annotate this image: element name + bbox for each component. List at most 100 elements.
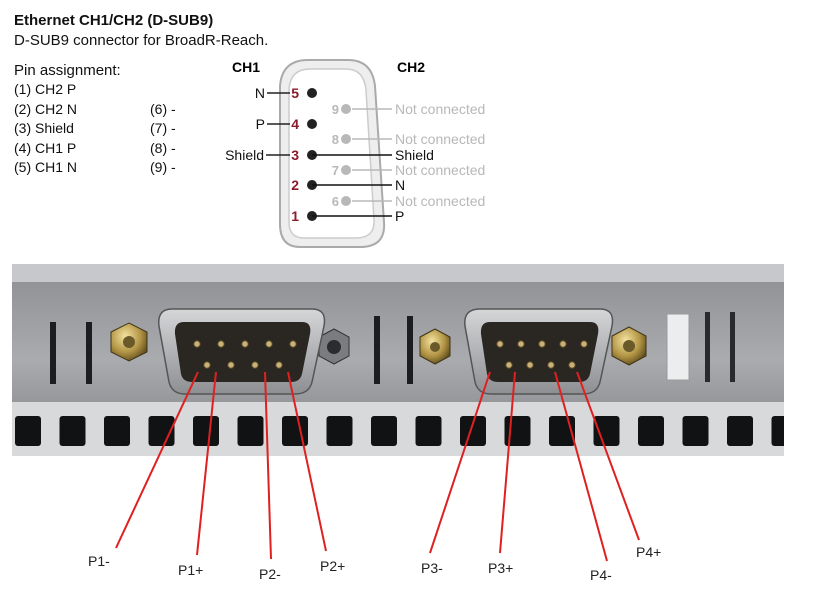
vent-slot bbox=[593, 416, 620, 446]
panel-slot bbox=[50, 322, 56, 384]
connector-pin bbox=[505, 361, 513, 369]
standoff-hole bbox=[123, 336, 135, 348]
left-pin-dot bbox=[307, 88, 317, 98]
left-pin-number: 4 bbox=[291, 116, 299, 132]
connector-pin bbox=[496, 340, 504, 348]
left-pin-signal: N bbox=[255, 85, 265, 101]
vent-slot bbox=[682, 416, 709, 446]
photo-label-p1-minus: P1- bbox=[88, 553, 110, 569]
vent-slot bbox=[15, 416, 41, 446]
connector-pin bbox=[265, 340, 273, 348]
panel-slot bbox=[705, 312, 710, 382]
page-subtitle: D-SUB9 connector for BroadR-Reach. bbox=[14, 32, 269, 49]
right-pin-not-connected: Not connected bbox=[395, 131, 485, 147]
connector-pin-group bbox=[193, 340, 588, 369]
connector-pin bbox=[203, 361, 211, 369]
connector-pin bbox=[580, 340, 588, 348]
vent-slot bbox=[504, 416, 531, 446]
pin-assignment-item: (4) CH1 P bbox=[14, 139, 77, 156]
connector-pin bbox=[275, 361, 283, 369]
pin-assignment-list-right: (6) - (7) - (8) - (9) - bbox=[150, 100, 176, 178]
left-pin-dot bbox=[307, 119, 317, 129]
page-title: Ethernet CH1/CH2 (D-SUB9) bbox=[14, 12, 214, 29]
connector-pin bbox=[526, 361, 534, 369]
connector-shell-inner bbox=[288, 68, 375, 239]
left-pin-number: 1 bbox=[291, 208, 299, 224]
photo-label-p3-plus: P3+ bbox=[488, 560, 514, 576]
vent-slot bbox=[148, 416, 175, 446]
connector-pin bbox=[251, 361, 259, 369]
right-pin-dot bbox=[341, 196, 351, 206]
device-panel-photo bbox=[12, 264, 784, 456]
pin-assignment-item: (1) CH2 P bbox=[14, 81, 77, 97]
pin-assignment-item: (6) - bbox=[150, 100, 176, 117]
connector-pin bbox=[559, 340, 567, 348]
standoff-hole bbox=[430, 342, 440, 352]
photo-label-p4-plus: P4+ bbox=[636, 544, 662, 560]
vent-slot bbox=[104, 416, 130, 446]
pin-assignment-heading: Pin assignment: bbox=[14, 62, 121, 79]
right-pin-not-connected: Not connected bbox=[395, 101, 485, 117]
pin-assignment-item: (9) - bbox=[150, 159, 176, 175]
left-pin-group: 5 N 4 P 3 Shield 2 1 bbox=[225, 85, 317, 224]
panel-slot bbox=[407, 316, 413, 384]
standoff-hole bbox=[623, 340, 635, 352]
left-pin-number: 2 bbox=[291, 177, 299, 193]
right-pin-dot bbox=[341, 165, 351, 175]
vent-slot bbox=[193, 416, 219, 446]
pin-assignment-list-left: (1) CH2 P (2) CH2 N (3) Shield (4) CH1 P… bbox=[14, 80, 77, 178]
connector-pin bbox=[241, 340, 249, 348]
vent-slot bbox=[727, 416, 753, 446]
connector-pin bbox=[547, 361, 555, 369]
right-pin-dot bbox=[341, 134, 351, 144]
pin-assignment-item: (2) CH2 N bbox=[14, 100, 78, 117]
ch2-label: CH2 bbox=[397, 59, 425, 75]
photo-label-p2-plus: P2+ bbox=[320, 558, 346, 574]
vent-slot bbox=[237, 416, 264, 446]
photo-label-p4-minus: P4- bbox=[590, 567, 612, 583]
dsub9-connector-2-insert bbox=[480, 322, 599, 382]
connector-pin bbox=[227, 361, 235, 369]
vent-slot bbox=[282, 416, 308, 446]
right-pin-number: 6 bbox=[332, 194, 339, 209]
pin-assignment-item: (3) Shield bbox=[14, 120, 74, 136]
right-pin-not-connected: Not connected bbox=[395, 162, 485, 178]
right-pin-dot bbox=[341, 104, 351, 114]
panel-slot bbox=[730, 312, 735, 382]
panel-screw-center bbox=[327, 340, 341, 354]
ch1-label: CH1 bbox=[232, 59, 260, 75]
right-pin-not-connected: Not connected bbox=[395, 193, 485, 209]
connector-pin bbox=[193, 340, 201, 348]
left-pin-number: 3 bbox=[291, 147, 299, 163]
panel-slot bbox=[374, 316, 380, 384]
panel-latch bbox=[666, 313, 690, 381]
connector-pin bbox=[538, 340, 546, 348]
right-pin-signal: P bbox=[395, 208, 404, 224]
photo-label-p2-minus: P2- bbox=[259, 566, 281, 582]
vent-slot bbox=[415, 416, 442, 446]
photo-label-p3-minus: P3- bbox=[421, 560, 443, 576]
dsub9-connector-1-insert bbox=[174, 322, 311, 382]
photo-label-p1-plus: P1+ bbox=[178, 562, 204, 578]
right-pin-signal: N bbox=[395, 177, 405, 193]
connector-pin bbox=[217, 340, 225, 348]
panel-slot bbox=[86, 322, 92, 384]
vent-slot bbox=[371, 416, 397, 446]
vent-slot bbox=[771, 416, 784, 446]
left-pin-signal: Shield bbox=[225, 147, 264, 163]
vent-slot bbox=[549, 416, 575, 446]
left-pin-signal: P bbox=[256, 116, 265, 132]
panel-top-edge bbox=[12, 264, 784, 282]
right-pin-number: 8 bbox=[332, 132, 339, 147]
connector-pin bbox=[568, 361, 576, 369]
right-pin-signal: Shield bbox=[395, 147, 434, 163]
vent-slot bbox=[326, 416, 353, 446]
vent-slot bbox=[638, 416, 664, 446]
connector-pin bbox=[517, 340, 525, 348]
left-pin-number: 5 bbox=[291, 85, 299, 101]
pin-assignment-item: (5) CH1 N bbox=[14, 159, 78, 175]
connector-pin bbox=[289, 340, 297, 348]
right-pin-number: 7 bbox=[332, 163, 339, 178]
